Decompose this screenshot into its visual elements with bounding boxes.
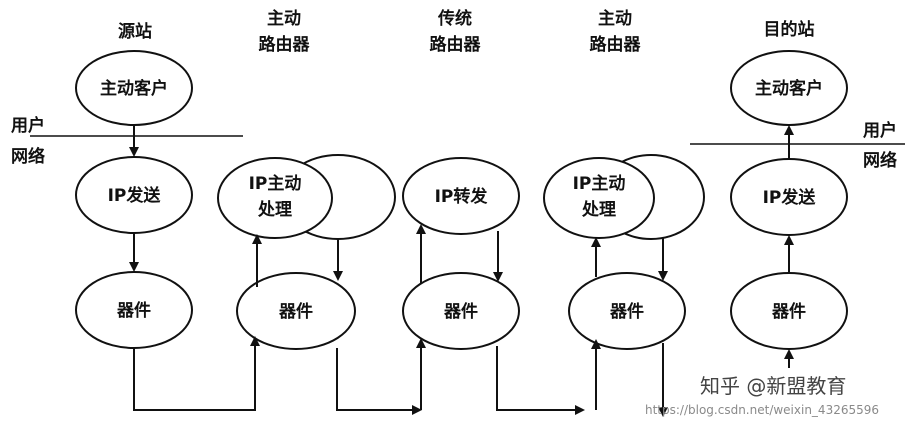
traditional-ip-node — [402, 157, 520, 235]
traditional-device-node — [402, 272, 520, 350]
router2-proc-label-line2: 处理 — [581, 199, 616, 220]
watermark-brand: 知乎 @新盟教育 — [700, 374, 846, 398]
header-active-router-2-line2: 路由器 — [590, 34, 642, 55]
router1-proc-node — [217, 157, 333, 239]
header-source: 源站 — [118, 21, 152, 42]
header-active-router-1-line2: 路由器 — [259, 34, 311, 55]
destination-ip-label: IP发送 — [763, 187, 817, 208]
header-active-router-2-line1: 主动 — [598, 8, 632, 29]
link-router1-to-traditional — [336, 348, 422, 415]
boundary-network-label-right: 网络 — [863, 150, 897, 171]
watermark-url: https://blog.csdn.net/weixin_43265596 — [645, 403, 879, 417]
router2-proc-label-line1: IP主动 — [573, 173, 626, 194]
router2-proc-node — [543, 157, 655, 239]
router2-device-label: 器件 — [609, 301, 644, 322]
source-device-label: 器件 — [116, 300, 151, 321]
boundary-user-label-left: 用户 — [11, 115, 45, 136]
destination-device-label: 器件 — [771, 301, 806, 322]
boundary-user-label-right: 用户 — [863, 120, 897, 141]
header-active-router-1-line1: 主动 — [267, 8, 301, 29]
traditional-device-label: 器件 — [443, 301, 478, 322]
source-app-label: 主动客户 — [100, 78, 168, 99]
boundary-network-label-left: 网络 — [11, 146, 45, 167]
router1-device-label: 器件 — [278, 301, 313, 322]
router1-device-node — [236, 272, 356, 350]
link-traditional-to-router2 — [496, 346, 585, 415]
router1-proc-label-line1: IP主动 — [249, 173, 302, 194]
router2-device-node — [568, 272, 686, 350]
header-destination: 目的站 — [764, 19, 815, 40]
router1-proc-label-line2: 处理 — [257, 199, 292, 220]
traditional-ip-label: IP转发 — [435, 186, 489, 207]
header-traditional-router-line2: 路由器 — [430, 34, 482, 55]
link-source-to-router1 — [133, 336, 260, 411]
header-traditional-router-line1: 传统 — [437, 8, 472, 29]
destination-app-label: 主动客户 — [755, 78, 823, 99]
source-ip-label: IP发送 — [108, 185, 162, 206]
